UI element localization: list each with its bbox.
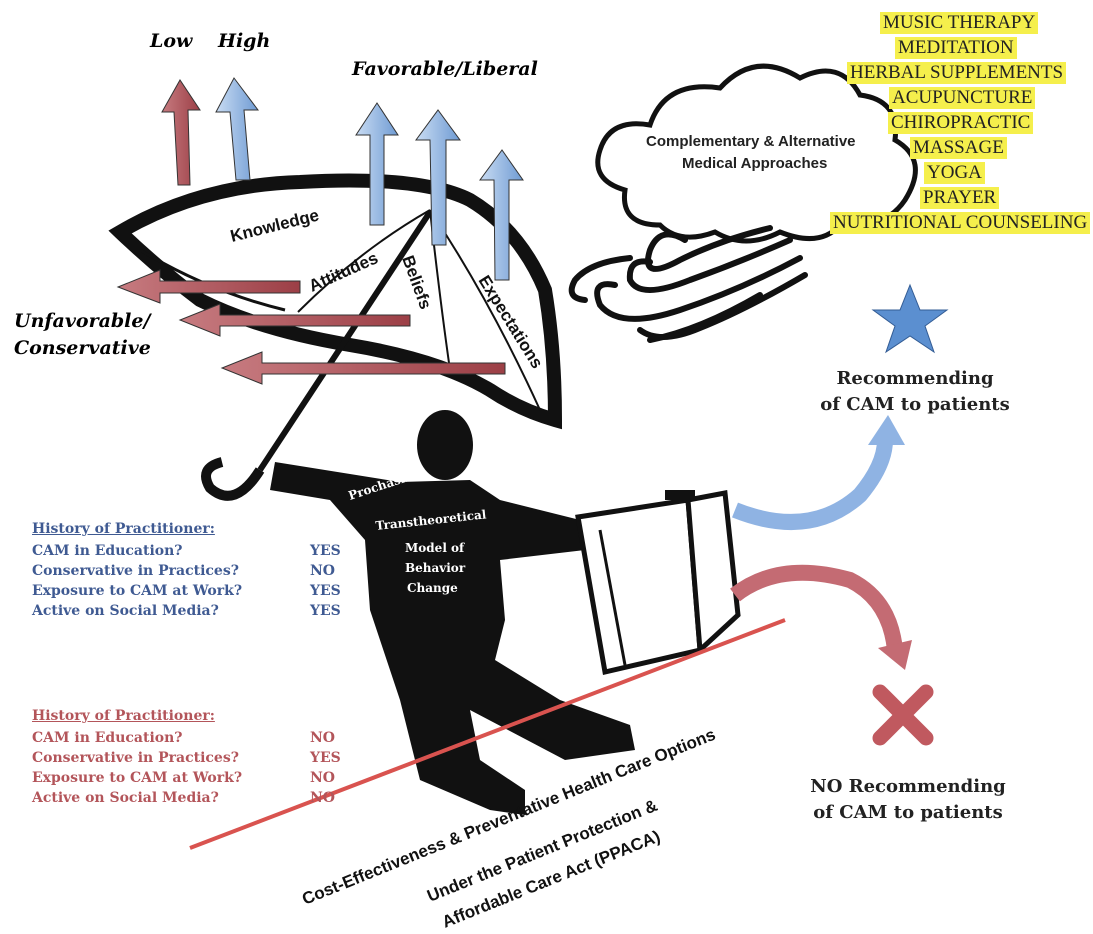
no-recommending-label: NO Recommending of CAM to patients	[810, 776, 1006, 823]
umbrella-shaft	[257, 210, 433, 472]
cam-item-prayer: PRAYER	[920, 187, 1000, 209]
cam-item-yoga: YOGA	[924, 162, 985, 184]
unfavorable-arrow-1	[116, 269, 301, 304]
cam-item-acupuncture: ACUPUNCTURE	[889, 87, 1036, 109]
model-line-3: Model of	[405, 541, 465, 555]
favorable-label: Favorable/Liberal	[352, 58, 538, 80]
unfavorable-arrow-3	[220, 351, 506, 385]
practitioner-silhouette	[270, 410, 635, 815]
no-recommend-x-icon	[872, 684, 934, 746]
low-label: Low	[150, 30, 193, 52]
cam-item-nutritional-counseling: NUTRITIONAL COUNSELING	[830, 212, 1091, 234]
history-row: Active on Social Media?YES	[32, 603, 341, 619]
history-negative: History of Practitioner: CAM in Educatio…	[32, 708, 352, 810]
unfavorable-arrow-2	[178, 303, 411, 337]
cam-item-music-therapy: MUSIC THERAPY	[880, 12, 1039, 34]
tightrope-line-1: Cost-Effectiveness & Preventative Health…	[299, 725, 718, 909]
umbrella-handle	[201, 457, 265, 501]
favorable-arrow-1	[355, 102, 399, 226]
unfavorable-label-line1: Unfavorable/	[14, 310, 151, 332]
cloud-text-line1: Complementary & Alternative	[646, 133, 856, 150]
history-row: Active on Social Media?NO	[32, 790, 335, 806]
recommending-label: Recommending of CAM to patients	[820, 368, 1010, 415]
wind-lines	[568, 225, 808, 343]
cam-item-herbal-supplements: HERBAL SUPPLEMENTS	[847, 62, 1067, 84]
history-positive-title: History of Practitioner:	[32, 521, 215, 537]
history-row: Exposure to CAM at Work?YES	[32, 583, 341, 599]
history-row: Conservative in Practices?NO	[32, 563, 335, 579]
unfavorable-label-line2: Conservative	[14, 337, 151, 359]
briefcase-icon	[575, 490, 741, 676]
high-arrow	[215, 77, 259, 181]
umbrella	[108, 173, 563, 501]
history-positive: History of Practitioner: CAM in Educatio…	[32, 521, 352, 623]
favorable-arrow-2	[415, 109, 461, 246]
history-row: CAM in Education?NO	[32, 730, 335, 746]
cam-item-chiropractic: CHIROPRACTIC	[888, 112, 1034, 134]
recommend-star-icon	[871, 283, 949, 354]
cloud-text-line2: Medical Approaches	[682, 155, 828, 172]
high-label: High	[218, 30, 271, 52]
model-line-5: Change	[407, 581, 458, 595]
outcome-arrows	[730, 415, 912, 670]
model-line-4: Behavior	[405, 561, 466, 575]
cam-item-meditation: MEDITATION	[895, 37, 1017, 59]
history-row: CAM in Education?YES	[32, 543, 341, 559]
favorable-arrow-3	[479, 149, 524, 281]
tightrope	[189, 618, 786, 850]
low-arrow	[161, 79, 201, 186]
history-row: Exposure to CAM at Work?NO	[32, 770, 335, 786]
history-row: Conservative in Practices?YES	[32, 750, 341, 766]
up-arrows	[161, 77, 524, 281]
cam-cloud	[595, 63, 918, 244]
cam-item-massage: MASSAGE	[910, 137, 1007, 159]
history-negative-title: History of Practitioner:	[32, 708, 215, 724]
left-arrows	[116, 269, 506, 385]
